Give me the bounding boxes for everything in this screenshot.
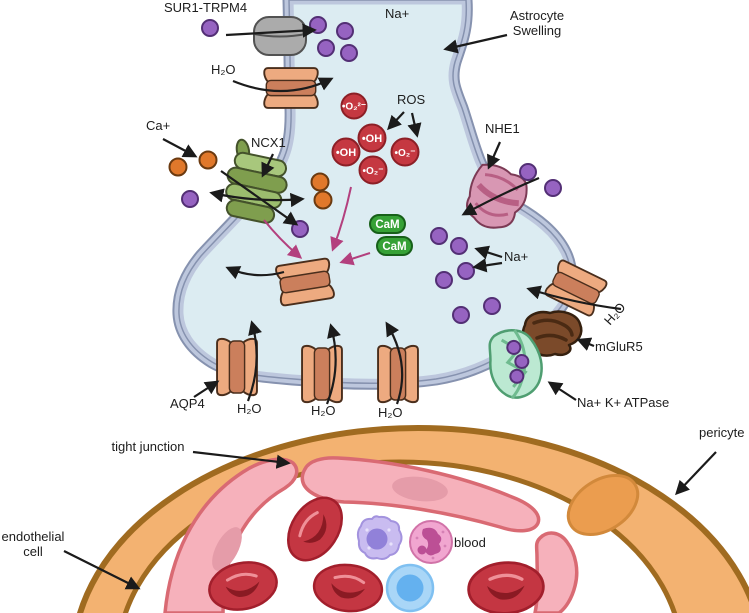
na-k-atpase-pump <box>488 329 543 400</box>
cam-badge <box>376 236 413 256</box>
h2o-top-flow-arrow <box>232 77 334 93</box>
endothelial-cell-label: endothelial cell <box>1 529 65 559</box>
aqp4-pointer-arrow <box>193 380 220 398</box>
ca-pointer-arrow <box>162 138 198 158</box>
ros-molecule <box>358 155 388 185</box>
na-ion <box>514 353 530 369</box>
blood-cells <box>203 486 547 613</box>
ros-formula: •O₂⁻ <box>362 166 383 177</box>
na-ions-top <box>201 16 358 62</box>
ros-formula: •O₂⁻ <box>394 148 415 159</box>
blood-vessel <box>77 425 749 613</box>
ncx1-exchange-arrow <box>209 188 305 208</box>
ros-molecule <box>357 123 387 153</box>
aqp4-flow-arrow <box>385 321 404 405</box>
ros-molecule <box>331 137 361 167</box>
pericyte-nucleus <box>566 474 640 536</box>
cam-label: CaM <box>375 219 399 231</box>
granulocyte-cell <box>409 520 453 564</box>
aqp4-channel-3 <box>377 344 419 404</box>
h2o-right-flow-arrow <box>526 285 622 311</box>
swelling-pointer-arrow <box>443 33 508 54</box>
endothelial-pointer-arrow <box>63 550 141 590</box>
endothelial-cell-right <box>533 531 579 613</box>
na-k-atpase-label: Na+ K+ ATPase <box>577 395 670 410</box>
mglur5-pointer-arrow <box>576 337 595 351</box>
tight-junction-label: tight junction <box>111 439 185 454</box>
ca-label: Ca+ <box>146 118 171 133</box>
cam-label: CaM <box>382 241 406 253</box>
h2o-aqp4-label: H₂O <box>237 401 262 416</box>
ca-ions <box>168 150 333 210</box>
ros-pointer-arrow <box>387 111 405 131</box>
ncx1-pointer-arrow <box>261 153 275 178</box>
pericyte-pointer-arrow <box>675 451 717 496</box>
middle-channel-out-arrow <box>225 266 285 280</box>
h2o-aqp4-label: H₂O <box>378 405 403 420</box>
blue-blood-cell <box>385 563 435 613</box>
nhe1-flow-arrow <box>461 176 540 216</box>
ncx1-flux-arrow <box>220 170 299 226</box>
na-ion <box>509 368 525 384</box>
astrocyte-swelling-label: Astrocyte Swelling <box>509 8 565 38</box>
na-ions-middle <box>430 227 501 324</box>
ros-pointer-arrow <box>407 112 422 138</box>
lymphocyte-cell <box>356 515 403 560</box>
na-pointer-arrow <box>472 258 503 273</box>
mglur5-label: mGluR5 <box>595 339 643 354</box>
na-ion <box>506 339 522 355</box>
pericyte-label: pericyte <box>699 425 745 440</box>
nhe1-pointer-arrow <box>487 141 502 170</box>
endothelial-nucleus <box>392 476 448 502</box>
ncx1-label: NCX1 <box>251 135 286 150</box>
na-middle-label: Na+ <box>504 249 529 264</box>
ros-molecule <box>390 137 420 167</box>
ncx1-signal-arrow <box>263 219 303 259</box>
flow-arrows <box>63 23 717 590</box>
target-channel-middle <box>274 257 336 307</box>
na-ions-nhe <box>519 163 562 197</box>
aqp4-flow-arrow <box>246 320 262 402</box>
aqp4-label: AQP4 <box>170 396 205 411</box>
sur1-trpm4-label: SUR1-TRPM4 <box>164 0 248 15</box>
aqp4-flow-arrow <box>325 323 341 405</box>
tight-junction-pointer-arrow <box>192 450 291 469</box>
endothelial-nucleus <box>212 527 242 571</box>
ros-formula: •OH <box>362 133 382 145</box>
sur1-flow-arrow <box>225 23 317 38</box>
na-top-label: Na+ <box>385 6 410 21</box>
aqp4-channel-1 <box>216 337 258 397</box>
atpase-pointer-arrow <box>547 381 577 401</box>
endothelial-cells <box>163 456 579 613</box>
ros-formula: •OH <box>336 147 356 159</box>
nhe1-label: NHE1 <box>485 121 520 136</box>
na-pointer-arrow <box>474 245 503 260</box>
ros-signal-arrow <box>330 186 352 252</box>
blood-label: blood <box>454 535 486 550</box>
ros-molecule <box>340 92 368 120</box>
cam-signal-arrow <box>339 251 371 266</box>
ros-label: ROS <box>397 92 426 107</box>
ros-formula: •O₂²⁻ <box>342 102 366 113</box>
h2o-aqp4-label: H₂O <box>311 403 336 418</box>
h2o-top-label: H₂O <box>211 62 236 77</box>
cam-badge <box>369 214 406 234</box>
sur1-trpm4-channel <box>253 16 307 56</box>
cam-badges: CaM CaM <box>369 214 413 256</box>
ros-molecules: •O₂²⁻ •OH •OH •O₂⁻ •O₂⁻ <box>331 92 420 185</box>
